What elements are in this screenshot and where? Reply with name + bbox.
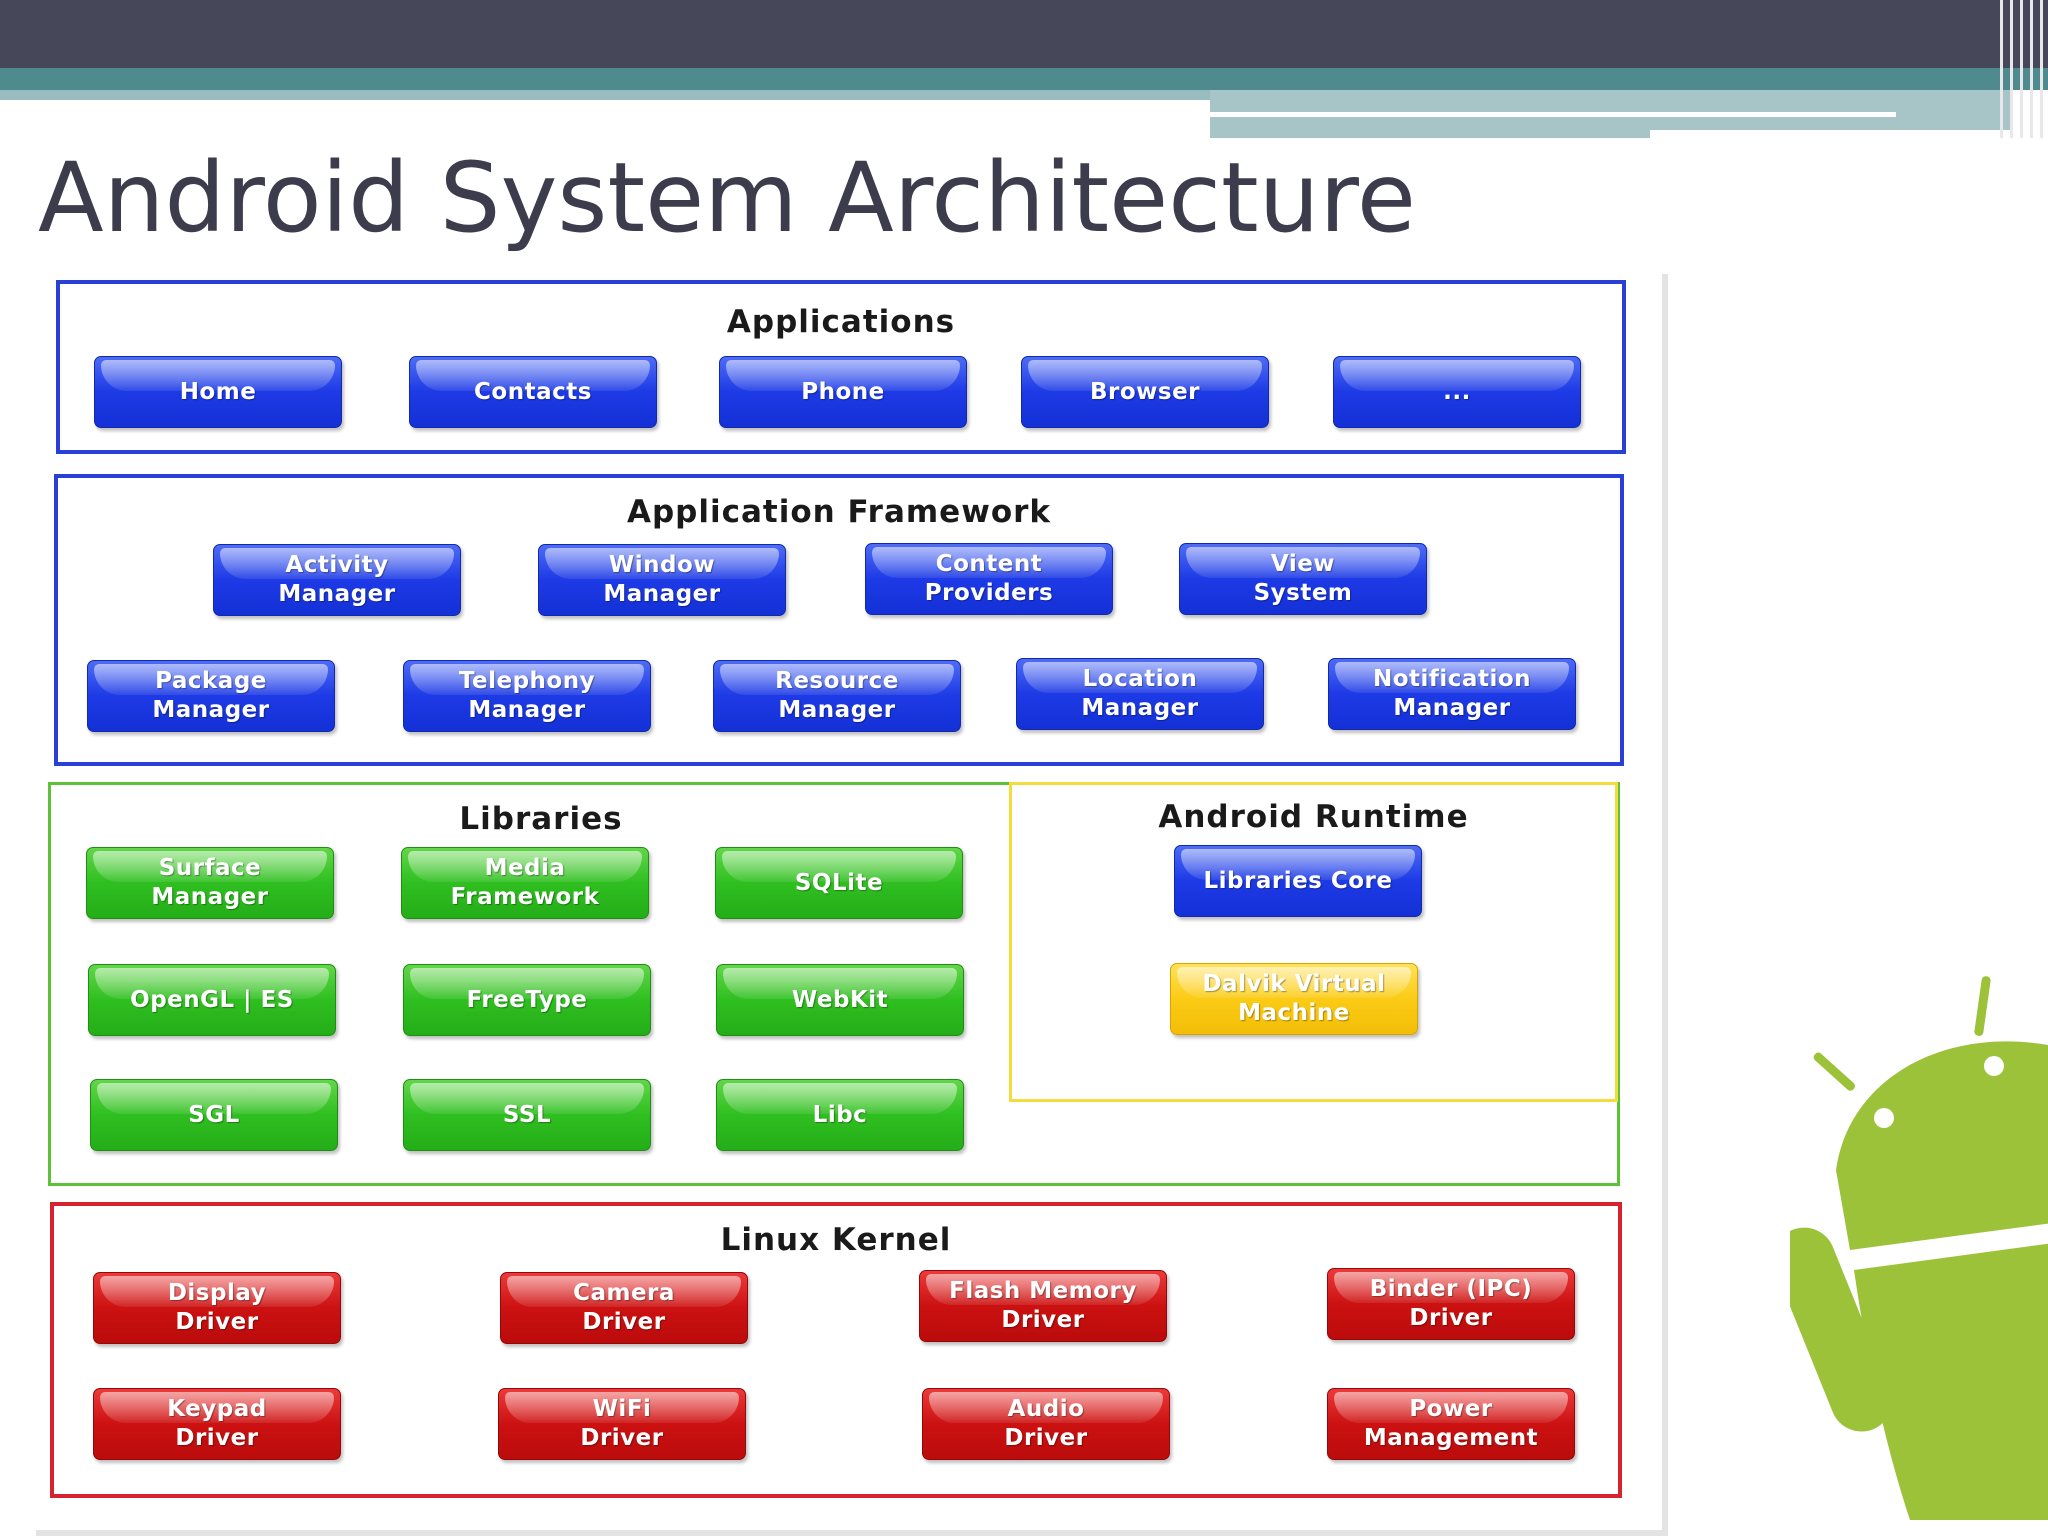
- libraries-title: Libraries: [459, 801, 623, 837]
- lib-ssl: SSL: [403, 1079, 651, 1151]
- app-browser: Browser: [1021, 356, 1269, 428]
- runtime-title: Android Runtime: [1158, 799, 1469, 835]
- app-more: ...: [1333, 356, 1581, 428]
- lib-opengl-es: OpenGL | ES: [88, 964, 336, 1036]
- lib-webkit: WebKit: [716, 964, 964, 1036]
- app-home: Home: [94, 356, 342, 428]
- runtime-layer: Android Runtime Libraries Core Dalvik Vi…: [1009, 782, 1618, 1102]
- kernel-title: Linux Kernel: [720, 1222, 952, 1258]
- header-bar-teal: [0, 68, 2048, 90]
- runtime-libraries-core: Libraries Core: [1174, 845, 1422, 917]
- lib-sqlite: SQLite: [715, 847, 963, 919]
- applications-title: Applications: [726, 304, 956, 340]
- kernel-binder-ipc-driver: Binder (IPC)Driver: [1327, 1268, 1575, 1340]
- app-contacts: Contacts: [409, 356, 657, 428]
- header-bar-light-left: [0, 90, 1210, 100]
- architecture-diagram: Applications Home Contacts Phone Browser…: [30, 268, 1662, 1530]
- android-robot-icon: [1790, 976, 2048, 1520]
- lib-sgl: SGL: [90, 1079, 338, 1151]
- header-stripes: [1992, 0, 2048, 138]
- header-white-line-short: [1650, 130, 2010, 138]
- lib-freetype: FreeType: [403, 964, 651, 1036]
- header-white-line: [1210, 112, 1896, 117]
- framework-title: Application Framework: [626, 494, 1052, 530]
- lib-libc: Libc: [716, 1079, 964, 1151]
- page-title: Android System Architecture: [38, 142, 1416, 254]
- applications-layer: Applications Home Contacts Phone Browser…: [56, 280, 1626, 454]
- app-phone: Phone: [719, 356, 967, 428]
- header-bar-dark: [0, 0, 2048, 68]
